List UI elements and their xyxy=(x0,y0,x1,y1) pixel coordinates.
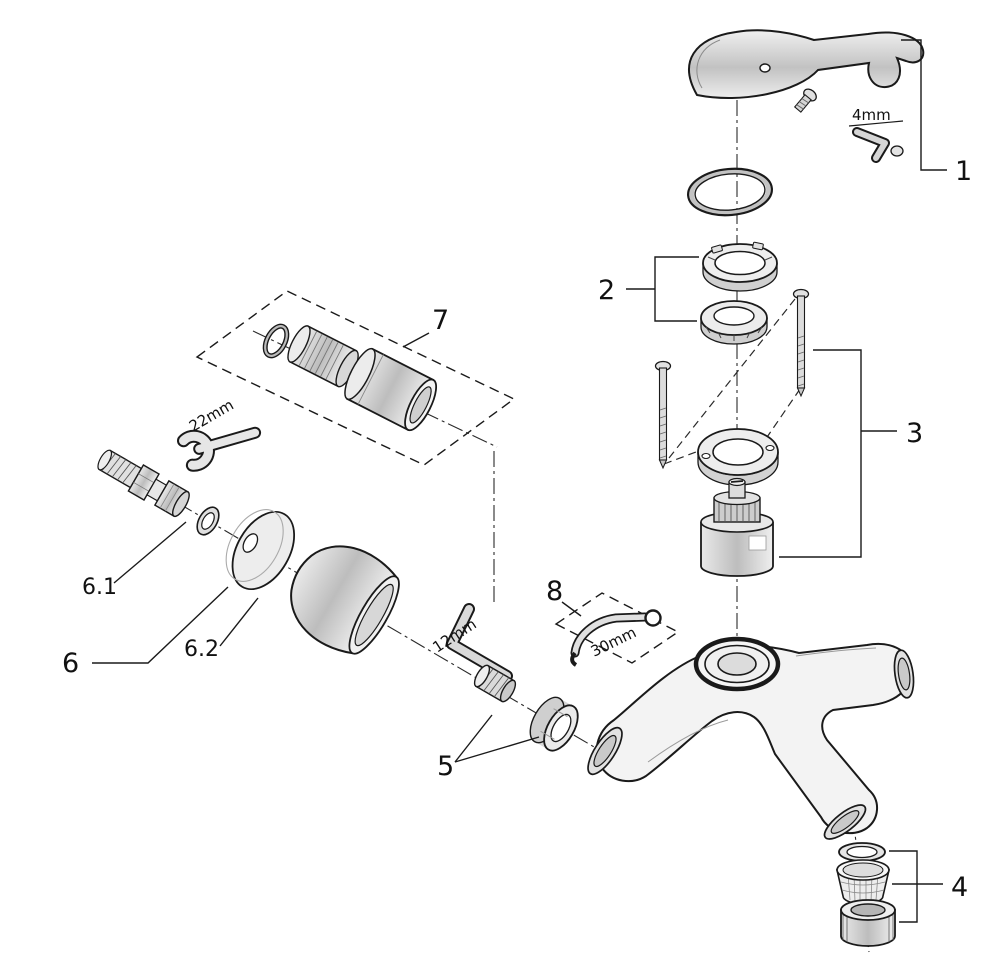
aerator-nut xyxy=(840,899,896,947)
o-ring-small xyxy=(262,323,290,359)
callout-1: 1 xyxy=(955,156,972,187)
check-valve xyxy=(287,325,359,388)
callout-7: 7 xyxy=(432,305,449,336)
hex-key-4mm-label: 4mm xyxy=(852,106,891,124)
s-union xyxy=(97,449,190,518)
screw-leader-left xyxy=(663,448,705,465)
callout-3-bracket xyxy=(779,349,862,558)
callout-5: 5 xyxy=(437,751,454,782)
handle-plug-cap xyxy=(890,145,904,157)
body-right-union xyxy=(893,649,915,699)
wrench-22mm-label: 22mm xyxy=(186,396,237,436)
hex-key-4mm-leader xyxy=(848,120,904,127)
handle-screw xyxy=(793,88,817,113)
hook-spanner-30mm xyxy=(570,609,662,667)
callout-6-2-leader xyxy=(219,597,259,647)
lever-handle xyxy=(688,29,925,99)
faucet-body xyxy=(587,636,915,840)
callout-6-2: 6.2 xyxy=(184,637,219,662)
callout-2: 2 xyxy=(598,275,615,306)
callout-6: 6 xyxy=(62,648,79,679)
callout-4: 4 xyxy=(951,872,968,903)
callout-3: 3 xyxy=(906,418,923,449)
callout-7-leader xyxy=(402,332,430,348)
fixing-screw-right xyxy=(792,288,810,397)
handle-screw-hole xyxy=(759,63,771,73)
callout-8: 8 xyxy=(546,576,563,607)
callout-5-leader-nut xyxy=(454,736,540,763)
callout-2-bracket xyxy=(654,256,699,322)
union-washer xyxy=(196,506,220,536)
callout-5-leader-plug xyxy=(454,714,493,763)
callout-8-leader xyxy=(561,601,582,617)
screw-leader-right xyxy=(762,388,801,444)
union-nut xyxy=(529,696,579,752)
body-spout-outlet xyxy=(823,804,867,840)
cartridge xyxy=(700,477,774,577)
fixing-screw-left xyxy=(654,360,672,470)
thread-ring xyxy=(700,300,768,345)
group-8-dashed-box xyxy=(554,592,680,664)
callout-4-bracket xyxy=(889,850,918,923)
wall-rosette xyxy=(225,509,296,591)
callout-1-bracket xyxy=(901,39,947,171)
extension-sleeve xyxy=(344,347,438,432)
screw-alignment-line xyxy=(668,298,796,459)
hex-key-4mm-group: 4mm xyxy=(848,106,904,163)
callout-6-1: 6.1 xyxy=(82,575,117,600)
escutcheon-flange xyxy=(697,428,779,486)
callout-6-1-leader xyxy=(113,521,187,584)
mounting-ring xyxy=(702,241,778,292)
body-left-union xyxy=(587,726,623,776)
union-plug xyxy=(473,664,517,703)
cartridge-label xyxy=(748,535,767,551)
aerator-screen xyxy=(835,859,891,905)
open-end-wrench-22mm xyxy=(176,426,262,472)
aerator-washer xyxy=(838,842,886,862)
callout-6-leader xyxy=(92,586,229,664)
body-cartridge-seat xyxy=(693,636,781,692)
trim-ring xyxy=(687,167,773,217)
dome-rosette xyxy=(290,545,400,655)
